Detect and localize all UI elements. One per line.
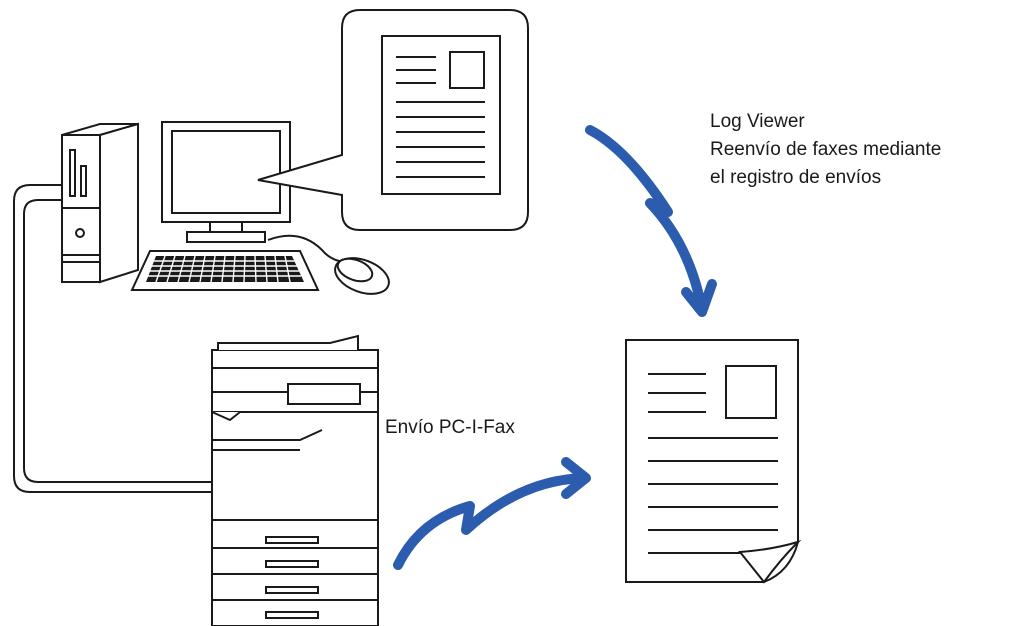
forward-label-line1: Reenvío de faxes mediante [710, 139, 942, 160]
pc-ifax-arrow-icon [393, 457, 591, 570]
lightning-arrow-icon [585, 125, 717, 317]
log-viewer-label: Log Viewer [710, 111, 805, 132]
computer-tower-icon [61, 122, 139, 284]
received-document-icon [625, 339, 802, 584]
keyboard-icon [130, 250, 320, 291]
pc-ifax-label: Envío PC-I-Fax [385, 417, 515, 438]
monitor-icon [161, 121, 291, 243]
printer-icon [211, 334, 379, 626]
bubble-document-icon [381, 35, 501, 195]
mouse-icon [267, 234, 390, 295]
forward-label-line2: el registro de envíos [710, 167, 882, 188]
log-viewer-label-group: Log Viewer Reenvío de faxes mediante el … [710, 108, 941, 192]
network-cable [13, 184, 212, 493]
